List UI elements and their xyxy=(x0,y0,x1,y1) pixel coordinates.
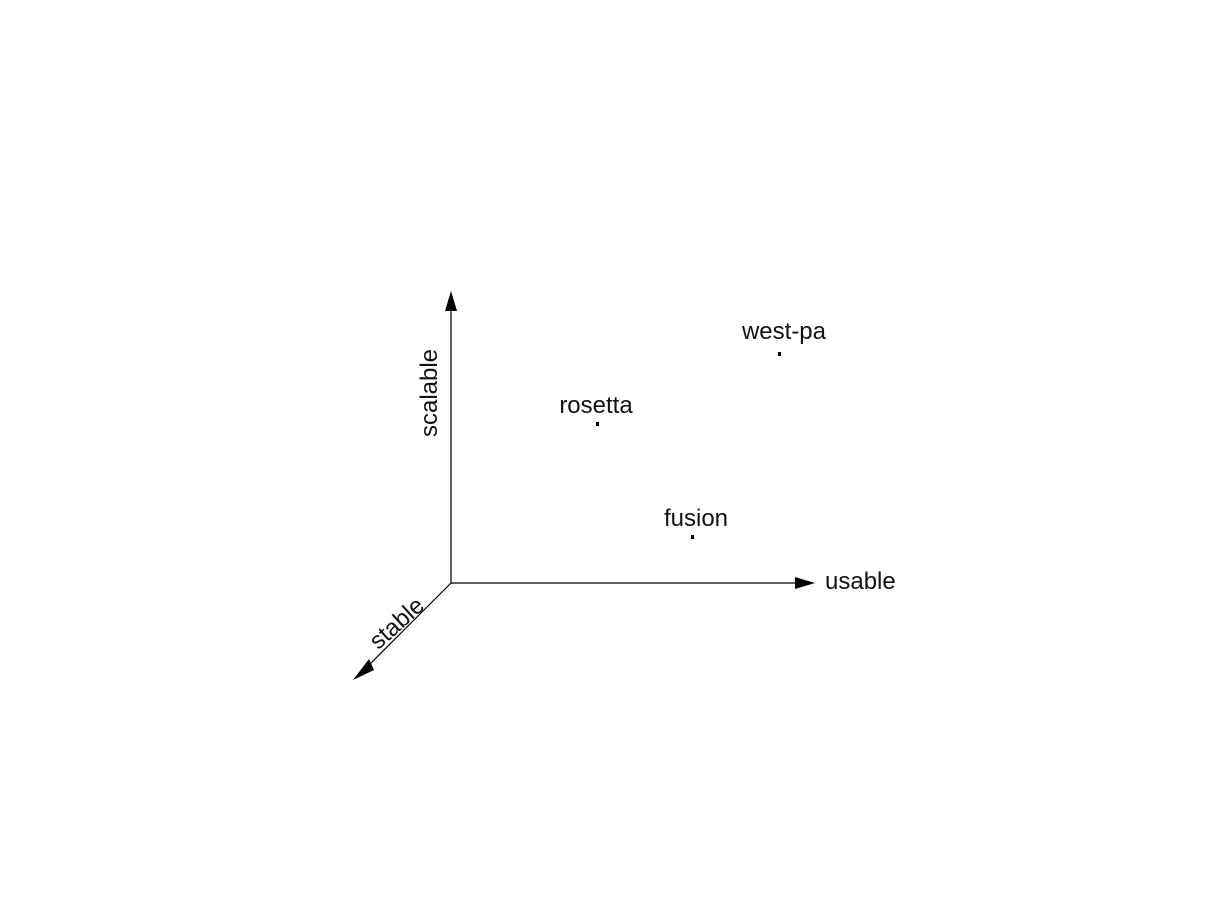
z-axis-label: stable xyxy=(364,592,430,655)
z-axis-arrowhead xyxy=(353,659,374,680)
point-west-pa: west-pa xyxy=(741,318,827,356)
z-axis-line xyxy=(364,582,452,670)
x-axis-label: usable xyxy=(825,568,896,595)
point-label: west-pa xyxy=(741,318,827,345)
point-marker xyxy=(778,352,781,356)
point-rosetta: rosetta xyxy=(559,392,633,426)
point-marker xyxy=(596,422,599,426)
y-axis-arrowhead xyxy=(445,291,457,311)
point-marker xyxy=(691,535,694,539)
point-label: rosetta xyxy=(559,392,633,419)
x-axis-arrowhead xyxy=(795,577,815,589)
y-axis: scalable xyxy=(416,291,457,583)
point-fusion: fusion xyxy=(664,505,728,539)
z-axis: stable xyxy=(353,582,452,680)
y-axis-label: scalable xyxy=(416,349,443,437)
x-axis: usable xyxy=(451,568,896,595)
point-label: fusion xyxy=(664,505,728,532)
